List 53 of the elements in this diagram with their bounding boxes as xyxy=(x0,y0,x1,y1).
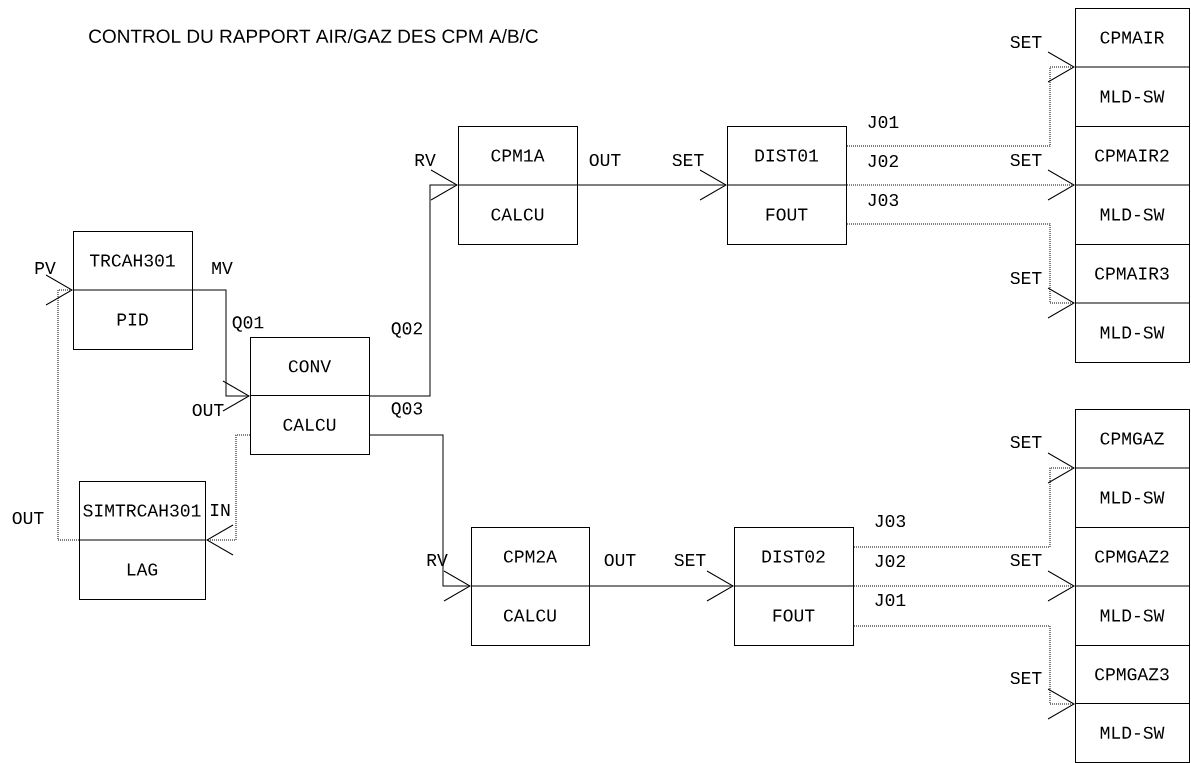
port-label: SET xyxy=(1010,553,1042,567)
port-label: OUT xyxy=(12,511,44,525)
port-label: RV xyxy=(427,554,448,566)
port-label: J01 xyxy=(868,115,899,129)
function-block: CPMAIR3 MLD-SW xyxy=(1074,244,1190,363)
port-label: RV xyxy=(415,154,436,166)
port-label: SET xyxy=(1010,153,1042,167)
arrow xyxy=(206,434,251,556)
port-label: SET xyxy=(1010,435,1042,449)
port-label: J01 xyxy=(875,593,906,607)
arrow xyxy=(192,289,250,412)
port-label: SET xyxy=(672,153,704,167)
arrow xyxy=(846,223,1075,319)
port-label: OUT xyxy=(604,553,636,567)
port-label: IN xyxy=(210,504,230,516)
function-block: CONV CALCU xyxy=(249,337,370,455)
port-label: Q03 xyxy=(391,402,423,418)
arrow xyxy=(577,169,727,201)
port-label: SET xyxy=(1010,35,1042,49)
port-label: J03 xyxy=(868,193,899,207)
port-label: OUT xyxy=(192,403,224,417)
arrow xyxy=(369,169,458,397)
function-block: DIST02 FOUT xyxy=(733,527,854,646)
arrow xyxy=(853,452,1075,548)
function-block: CPMGAZ MLD-SW xyxy=(1074,409,1190,528)
arrow xyxy=(846,51,1075,147)
arrow xyxy=(846,169,1075,201)
function-block: CPM2A CALCU xyxy=(470,527,590,646)
port-label: SET xyxy=(674,553,706,567)
arrow xyxy=(853,625,1075,720)
port-label: Q02 xyxy=(391,322,422,338)
port-label: Q01 xyxy=(232,316,264,332)
function-block: DIST01 FOUT xyxy=(726,126,847,245)
title: CONTROL DU RAPPORT AIR/GAZ DES CPM A/B/C xyxy=(89,29,538,43)
arrow xyxy=(45,274,80,541)
function-block: CPM1A CALCU xyxy=(457,126,578,245)
arrow xyxy=(853,570,1075,602)
function-block: CPMAIR MLD-SW xyxy=(1074,8,1190,127)
port-label: PV xyxy=(35,262,56,274)
function-block: CPMGAZ2 MLD-SW xyxy=(1074,527,1190,646)
function-block: CPMAIR2 MLD-SW xyxy=(1074,126,1190,245)
port-label: J02 xyxy=(875,554,905,568)
function-block: TRCAH301 PID xyxy=(72,231,193,350)
arrow xyxy=(589,570,734,602)
port-label: J03 xyxy=(875,514,906,528)
port-label: MV xyxy=(212,262,233,274)
port-label: OUT xyxy=(589,153,621,167)
port-label: SET xyxy=(1010,271,1042,285)
port-label: J02 xyxy=(868,154,898,168)
port-label: SET xyxy=(1010,671,1042,685)
function-block: CPMGAZ3 MLD-SW xyxy=(1074,645,1190,763)
function-block: SIMTRCAH301 LAG xyxy=(78,481,206,600)
arrow xyxy=(369,434,471,602)
